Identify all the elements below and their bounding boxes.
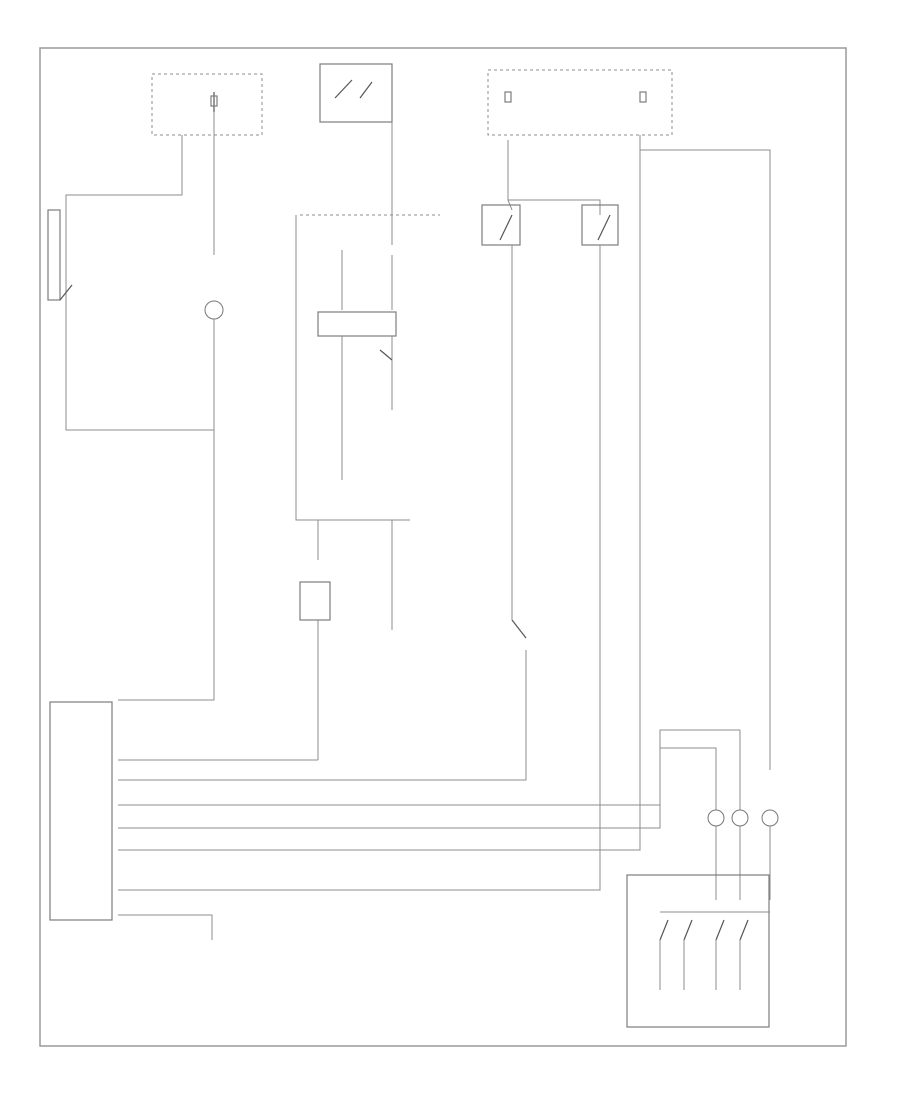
connector-c bbox=[761, 809, 779, 827]
switch-pack-legs bbox=[659, 940, 741, 990]
ignition-switch-section bbox=[300, 63, 440, 245]
green-cross-wire bbox=[508, 199, 601, 215]
green-long-right-wire bbox=[640, 149, 771, 770]
top-right-fuse-section bbox=[118, 69, 771, 891]
control-module-box bbox=[49, 701, 113, 921]
left-switch-contact bbox=[59, 284, 73, 301]
center-module-box bbox=[299, 581, 331, 621]
fuse-block-outline bbox=[151, 73, 263, 136]
switch-pack-contacts bbox=[659, 919, 749, 941]
top-left-fuse-section bbox=[47, 73, 263, 701]
connector-drops bbox=[715, 826, 771, 900]
control-module-section bbox=[49, 701, 740, 940]
right-gray-loop bbox=[118, 215, 641, 851]
blue-wire-lower bbox=[118, 650, 527, 781]
switch-pack-box bbox=[626, 874, 770, 1028]
right-fuse-1 bbox=[504, 91, 512, 103]
gray-output-line bbox=[118, 729, 740, 806]
diagram-frame bbox=[39, 47, 847, 1047]
relay-contact bbox=[379, 349, 393, 361]
right-switch-contacts bbox=[499, 214, 611, 241]
center-relay-section bbox=[295, 215, 410, 760]
module-outline-left bbox=[295, 215, 410, 521]
right-switch-1 bbox=[481, 204, 521, 246]
left-loop-wire bbox=[65, 135, 214, 431]
connector-a bbox=[707, 809, 725, 827]
left-vertical-wire bbox=[118, 319, 215, 701]
right-fuse-block-outline bbox=[487, 69, 673, 136]
tan-output-line bbox=[118, 747, 717, 829]
ignition-switch-box bbox=[319, 63, 393, 123]
connector-circle bbox=[204, 300, 224, 320]
relay-coil-box bbox=[317, 311, 397, 337]
connector-b bbox=[731, 809, 749, 827]
left-component bbox=[47, 209, 61, 301]
bottom-right-switch-section bbox=[626, 730, 779, 1028]
ignition-contacts bbox=[334, 79, 373, 99]
lower-switch bbox=[511, 619, 527, 639]
ground-output-line bbox=[118, 914, 213, 940]
lightgreen-long-loop bbox=[118, 245, 601, 891]
fuse-symbol bbox=[210, 95, 218, 107]
right-fuse-2 bbox=[639, 91, 647, 103]
